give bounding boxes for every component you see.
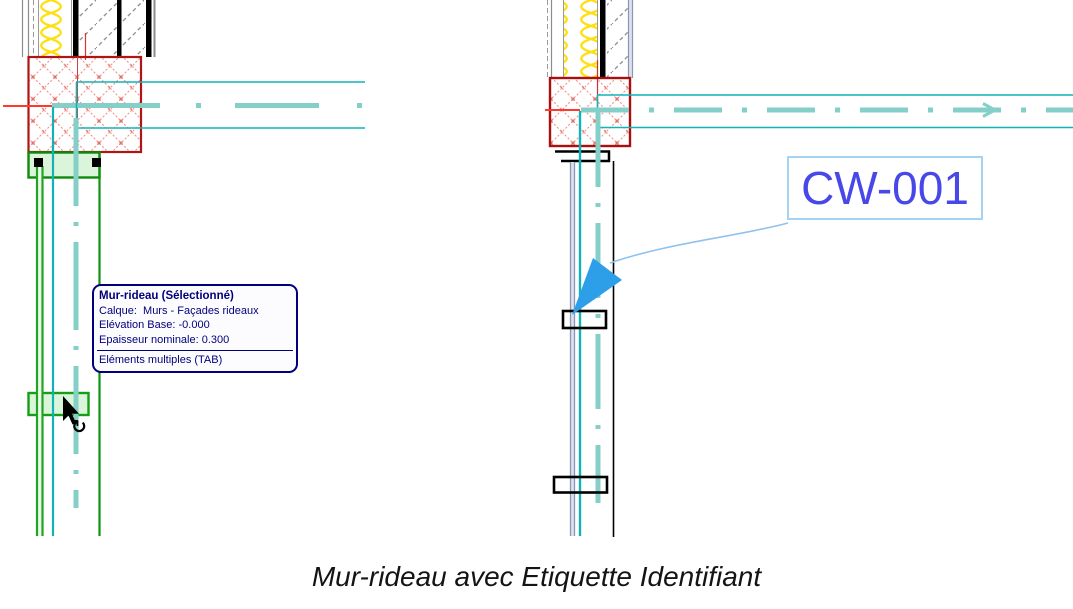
air-gap-hatch (79, 0, 145, 57)
centerline-arrow-icon (982, 102, 999, 118)
tooltip-layer-line: Calque: Murs - Façades rideaux (99, 304, 259, 317)
air-gap-hatch (607, 0, 628, 78)
tooltip-separator (97, 350, 293, 351)
figure-caption: Mur-rideau avec Etiquette Identifiant (311, 561, 762, 592)
insulation-hatch (563, 0, 598, 78)
insulation-hatch (38, 0, 72, 57)
plan-detail-left[interactable]: ↻ (0, 0, 480, 545)
anchor-dots (34, 158, 101, 167)
tag-leader[interactable] (572, 222, 789, 315)
tooltip-thickness-line: Epaisseur nominale: 0.300 (99, 333, 230, 346)
tag-label: CW-001 (801, 162, 969, 214)
svg-text:↻: ↻ (71, 416, 87, 438)
reference-lines (3, 81, 365, 129)
slab-step-outline (555, 150, 611, 163)
cursor-icon: ↻ (63, 396, 87, 438)
leader-arrowhead-icon (572, 258, 622, 315)
selection-tooltip: Mur-rideau (Sélectionné) Calque: Murs - … (92, 284, 298, 373)
tooltip-title: Mur-rideau (Sélectionné) (99, 290, 234, 302)
wall-section[interactable] (21, 0, 156, 57)
wall-section[interactable] (547, 0, 634, 78)
mullion-rect-upper[interactable] (561, 309, 608, 330)
identity-tag[interactable]: CW-001 (787, 156, 983, 220)
plan-detail-right[interactable] (540, 0, 1073, 545)
tooltip-footer: Eléments multiples (TAB) (99, 354, 223, 366)
mullion-rect-lower[interactable] (552, 475, 609, 494)
curtain-wall-lines[interactable] (569, 111, 615, 537)
tooltip-elevation-line: Elévation Base: -0.000 (99, 319, 210, 331)
